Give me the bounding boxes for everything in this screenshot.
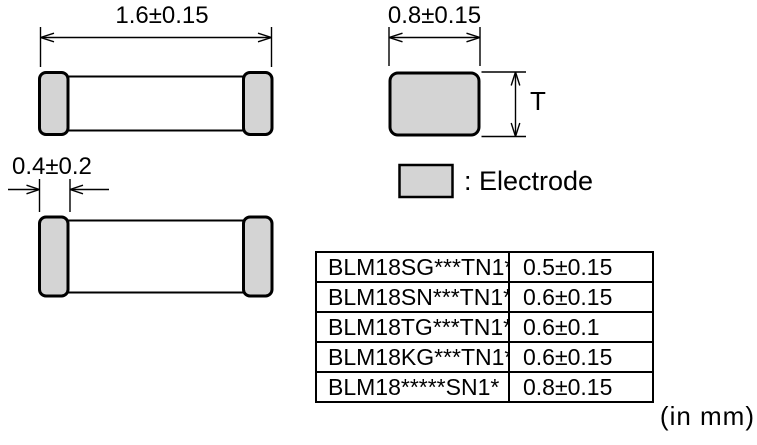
electrode-right-top-view: [242, 71, 274, 136]
electrode-right-side-view: [242, 215, 274, 298]
thickness-extension-lines: [481, 71, 526, 138]
unit-note: (in mm): [659, 401, 755, 431]
top-view-drawing: [38, 27, 274, 136]
thickness-table: BLM18SG***TN1* 0.5±0.15 BLM18SN***TN1* 0…: [315, 251, 654, 403]
electrode-left-side-view: [38, 215, 70, 298]
thickness-value-cell: 0.6±0.1: [508, 311, 654, 343]
length-arrowheads: [40, 32, 272, 43]
thickness-value-cell: 0.6±0.15: [508, 341, 654, 373]
part-number-cell: BLM18*****SN1*: [315, 371, 510, 403]
chip-body-top-view: [66, 75, 245, 132]
table-row: BLM18TG***TN1* 0.6±0.1: [315, 311, 654, 343]
side-view-drawing: [8, 179, 274, 298]
width-arrowheads: [388, 32, 481, 43]
table-row: BLM18SG***TN1* 0.5±0.15: [315, 251, 654, 283]
electrode-width-extension-lines: [38, 179, 71, 212]
length-extension-lines: [39, 27, 273, 67]
length-dimension-label: 1.6±0.15: [115, 2, 209, 29]
electrode-legend-swatch: [398, 163, 454, 199]
part-number-cell: BLM18SN***TN1*: [315, 281, 510, 313]
chip-end-view-electrode: [388, 71, 481, 137]
width-dimension-label: 0.8±0.15: [387, 2, 482, 29]
part-number-cell: BLM18SG***TN1*: [315, 251, 510, 283]
thickness-value-cell: 0.5±0.15: [508, 251, 654, 283]
thickness-dimension-label: T: [530, 86, 546, 116]
end-view-drawing: [388, 27, 526, 138]
table-row: BLM18*****SN1* 0.8±0.15: [315, 371, 654, 403]
part-number-cell: BLM18TG***TN1*: [315, 311, 510, 343]
part-number-cell: BLM18KG***TN1*: [315, 341, 510, 373]
width-extension-lines: [388, 27, 481, 66]
electrode-left-top-view: [38, 71, 70, 136]
table-row: BLM18SN***TN1* 0.6±0.15: [315, 281, 654, 313]
electrode-legend-label: : Electrode: [464, 166, 594, 196]
chip-body-side-view: [66, 219, 245, 294]
table-row: BLM18KG***TN1* 0.6±0.15: [315, 341, 654, 373]
thickness-arrowheads: [510, 71, 521, 137]
thickness-value-cell: 0.6±0.15: [508, 281, 654, 313]
thickness-value-cell: 0.8±0.15: [508, 371, 654, 403]
electrode-width-arrowheads: [26, 184, 84, 195]
electrode-width-dimension-label: 0.4±0.2: [12, 153, 92, 180]
